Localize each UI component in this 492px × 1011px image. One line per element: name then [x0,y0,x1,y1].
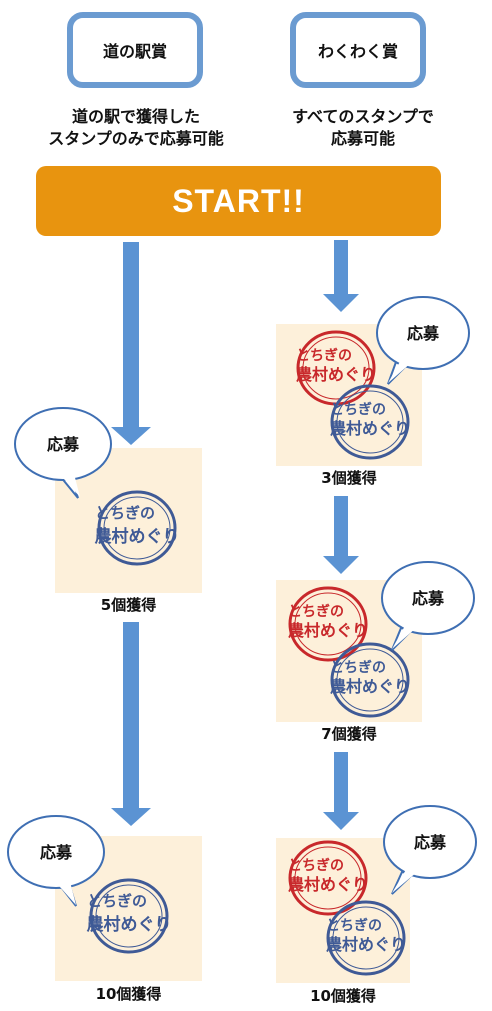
michinoeki-desc-line2: スタンプのみで応募可能 [48,129,224,148]
svg-text:とちぎの: とちぎの [330,659,386,676]
svg-text:農村めぐり: 農村めぐり [330,677,410,696]
apply-bubble-10-left: 応募 [7,815,105,907]
wakuwaku-prize-description: すべてのスタンプで 応募可能 [258,106,468,150]
stamp-noson-meguri-blue-icon: とちぎの 農村めぐり [330,642,410,718]
michinoeki-prize-box: 道の駅賞 [67,12,203,88]
apply-bubble-10-right: 応募 [383,805,477,895]
michinoeki-prize-title: 道の駅賞 [102,42,167,61]
stamp-noson-meguri-red-icon: とちぎの 農村めぐり [296,330,376,406]
apply-bubble-3: 応募 [376,296,470,385]
card-5-caption: 5個獲得 [100,596,157,614]
stamp-noson-meguri-blue-icon: とちぎの 農村めぐり [95,490,180,566]
svg-text:農村めぐり: 農村めぐり [95,526,180,547]
michinoeki-prize-description: 道の駅で獲得した スタンプのみで応募可能 [14,106,258,150]
svg-text:農村めぐり: 農村めぐり [87,914,172,935]
apply-bubble-7: 応募 [381,561,475,651]
apply-bubble-10-left-label: 応募 [40,843,73,862]
svg-text:とちぎの: とちぎの [330,401,386,418]
apply-bubble-5: 応募 [14,407,112,499]
svg-text:農村めぐり: 農村めぐり [296,365,376,384]
card-10-left-caption: 10個獲得 [95,985,162,1003]
svg-text:農村めぐり: 農村めぐり [288,621,368,640]
arrow-7-to-10 [323,752,359,830]
stamp-noson-meguri-blue-icon: とちぎの 農村めぐり [87,878,172,954]
arrow-5-to-10 [111,622,151,826]
stamp-noson-meguri-red-icon: とちぎの 農村めぐり [288,840,368,916]
svg-text:とちぎの: とちぎの [326,917,382,934]
svg-text:農村めぐり: 農村めぐり [330,419,410,438]
card-10-right-caption: 10個獲得 [310,987,376,1005]
wakuwaku-desc-line2: 応募可能 [330,129,395,148]
arrow-start-to-5 [111,242,151,445]
stamp-noson-meguri-red-icon: とちぎの 農村めぐり [288,586,368,662]
svg-text:とちぎの: とちぎの [87,892,147,910]
apply-bubble-7-label: 応募 [412,589,445,608]
michinoeki-desc-line1: 道の駅で獲得した [71,107,200,126]
wakuwaku-desc-line1: すべてのスタンプで [292,107,434,126]
card-7-caption: 7個獲得 [321,725,377,743]
apply-bubble-5-label: 応募 [47,435,80,454]
wakuwaku-prize-title: わくわく賞 [317,42,398,61]
svg-text:とちぎの: とちぎの [288,603,344,620]
stamp-noson-meguri-blue-icon: とちぎの 農村めぐり [330,384,410,460]
svg-text:とちぎの: とちぎの [296,347,352,364]
card-3-caption: 3個獲得 [321,469,377,487]
wakuwaku-prize-box: わくわく賞 [290,12,426,88]
svg-text:農村めぐり: 農村めぐり [288,875,368,894]
start-label: START!! [172,182,305,219]
apply-bubble-3-label: 応募 [407,324,440,343]
start-banner: START!! [36,166,441,236]
arrow-start-to-3 [323,240,359,312]
svg-text:農村めぐり: 農村めぐり [326,935,406,954]
apply-bubble-10-right-label: 応募 [414,833,447,852]
arrow-3-to-7 [323,496,359,574]
stamp-card-10-right: とちぎの 農村めぐり とちぎの 農村めぐり [276,838,410,983]
stamp-card-10-left: とちぎの 農村めぐり [55,836,202,981]
stamp-noson-meguri-blue-icon: とちぎの 農村めぐり [326,900,406,976]
svg-text:とちぎの: とちぎの [95,504,155,522]
svg-text:とちぎの: とちぎの [288,857,344,874]
